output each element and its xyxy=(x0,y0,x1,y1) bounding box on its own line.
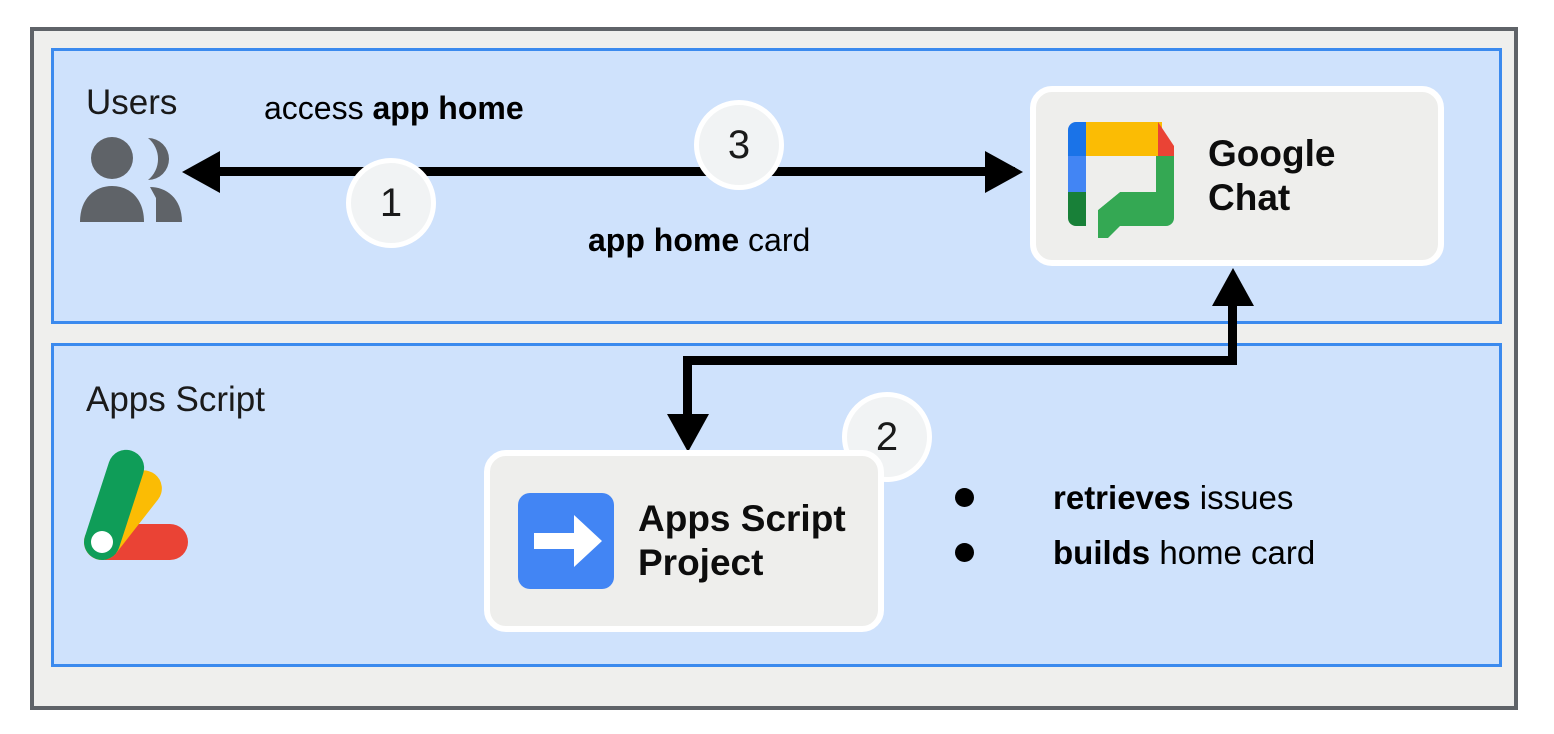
action-rest-1: home card xyxy=(1150,533,1316,571)
apps-script-actions-list: retrieves issues builds home card xyxy=(955,470,1315,580)
arrow-head-down-to-project xyxy=(667,414,709,452)
arrow-connector-horizontal xyxy=(683,356,1237,365)
node-apps-script-project-label: Apps Script Project xyxy=(638,498,846,583)
action-bold-0: retrieves xyxy=(1053,478,1191,516)
action-bold-1: builds xyxy=(1053,533,1151,571)
action-rest-0: issues xyxy=(1190,478,1294,516)
step-badge-2: 2 xyxy=(842,392,932,482)
panel-users-title: Users xyxy=(86,83,178,122)
list-item: retrieves issues xyxy=(955,470,1315,525)
edge-label-app-home-card: app home card xyxy=(588,222,810,259)
bullet-icon xyxy=(955,543,974,562)
edge-label-card-suffix: card xyxy=(739,222,811,258)
apps-script-project-icon xyxy=(518,493,614,589)
apps-script-logo xyxy=(83,449,188,560)
step-badge-3: 3 xyxy=(694,100,784,190)
edge-label-access-prefix: access xyxy=(264,90,373,126)
node-apps-script-project[interactable]: Apps Script Project xyxy=(484,450,884,632)
panel-apps-script-title: Apps Script xyxy=(86,380,265,419)
arrow-head-up-to-chat xyxy=(1212,268,1254,306)
step-badge-1: 1 xyxy=(346,158,436,248)
action-text-0: retrieves issues xyxy=(1053,479,1293,517)
edge-label-access-bold: app home xyxy=(372,90,524,126)
action-text-1: builds home card xyxy=(1053,534,1315,572)
arrow-users-chat-line xyxy=(205,167,1015,176)
bullet-icon xyxy=(955,488,974,507)
list-item: builds home card xyxy=(955,525,1315,580)
arrow-head-to-users xyxy=(182,151,220,193)
edge-label-access-app-home: access app home xyxy=(264,90,524,127)
arrow-to-chat-vertical xyxy=(1228,300,1237,365)
node-google-chat[interactable]: Google Chat xyxy=(1030,86,1444,266)
edge-label-card-bold: app home xyxy=(588,222,740,258)
people-icon xyxy=(80,137,182,222)
node-google-chat-label: Google Chat xyxy=(1208,133,1336,218)
google-chat-logo xyxy=(1058,114,1182,248)
arrow-to-project-vertical xyxy=(683,356,692,422)
arrow-head-to-chat xyxy=(985,151,1023,193)
